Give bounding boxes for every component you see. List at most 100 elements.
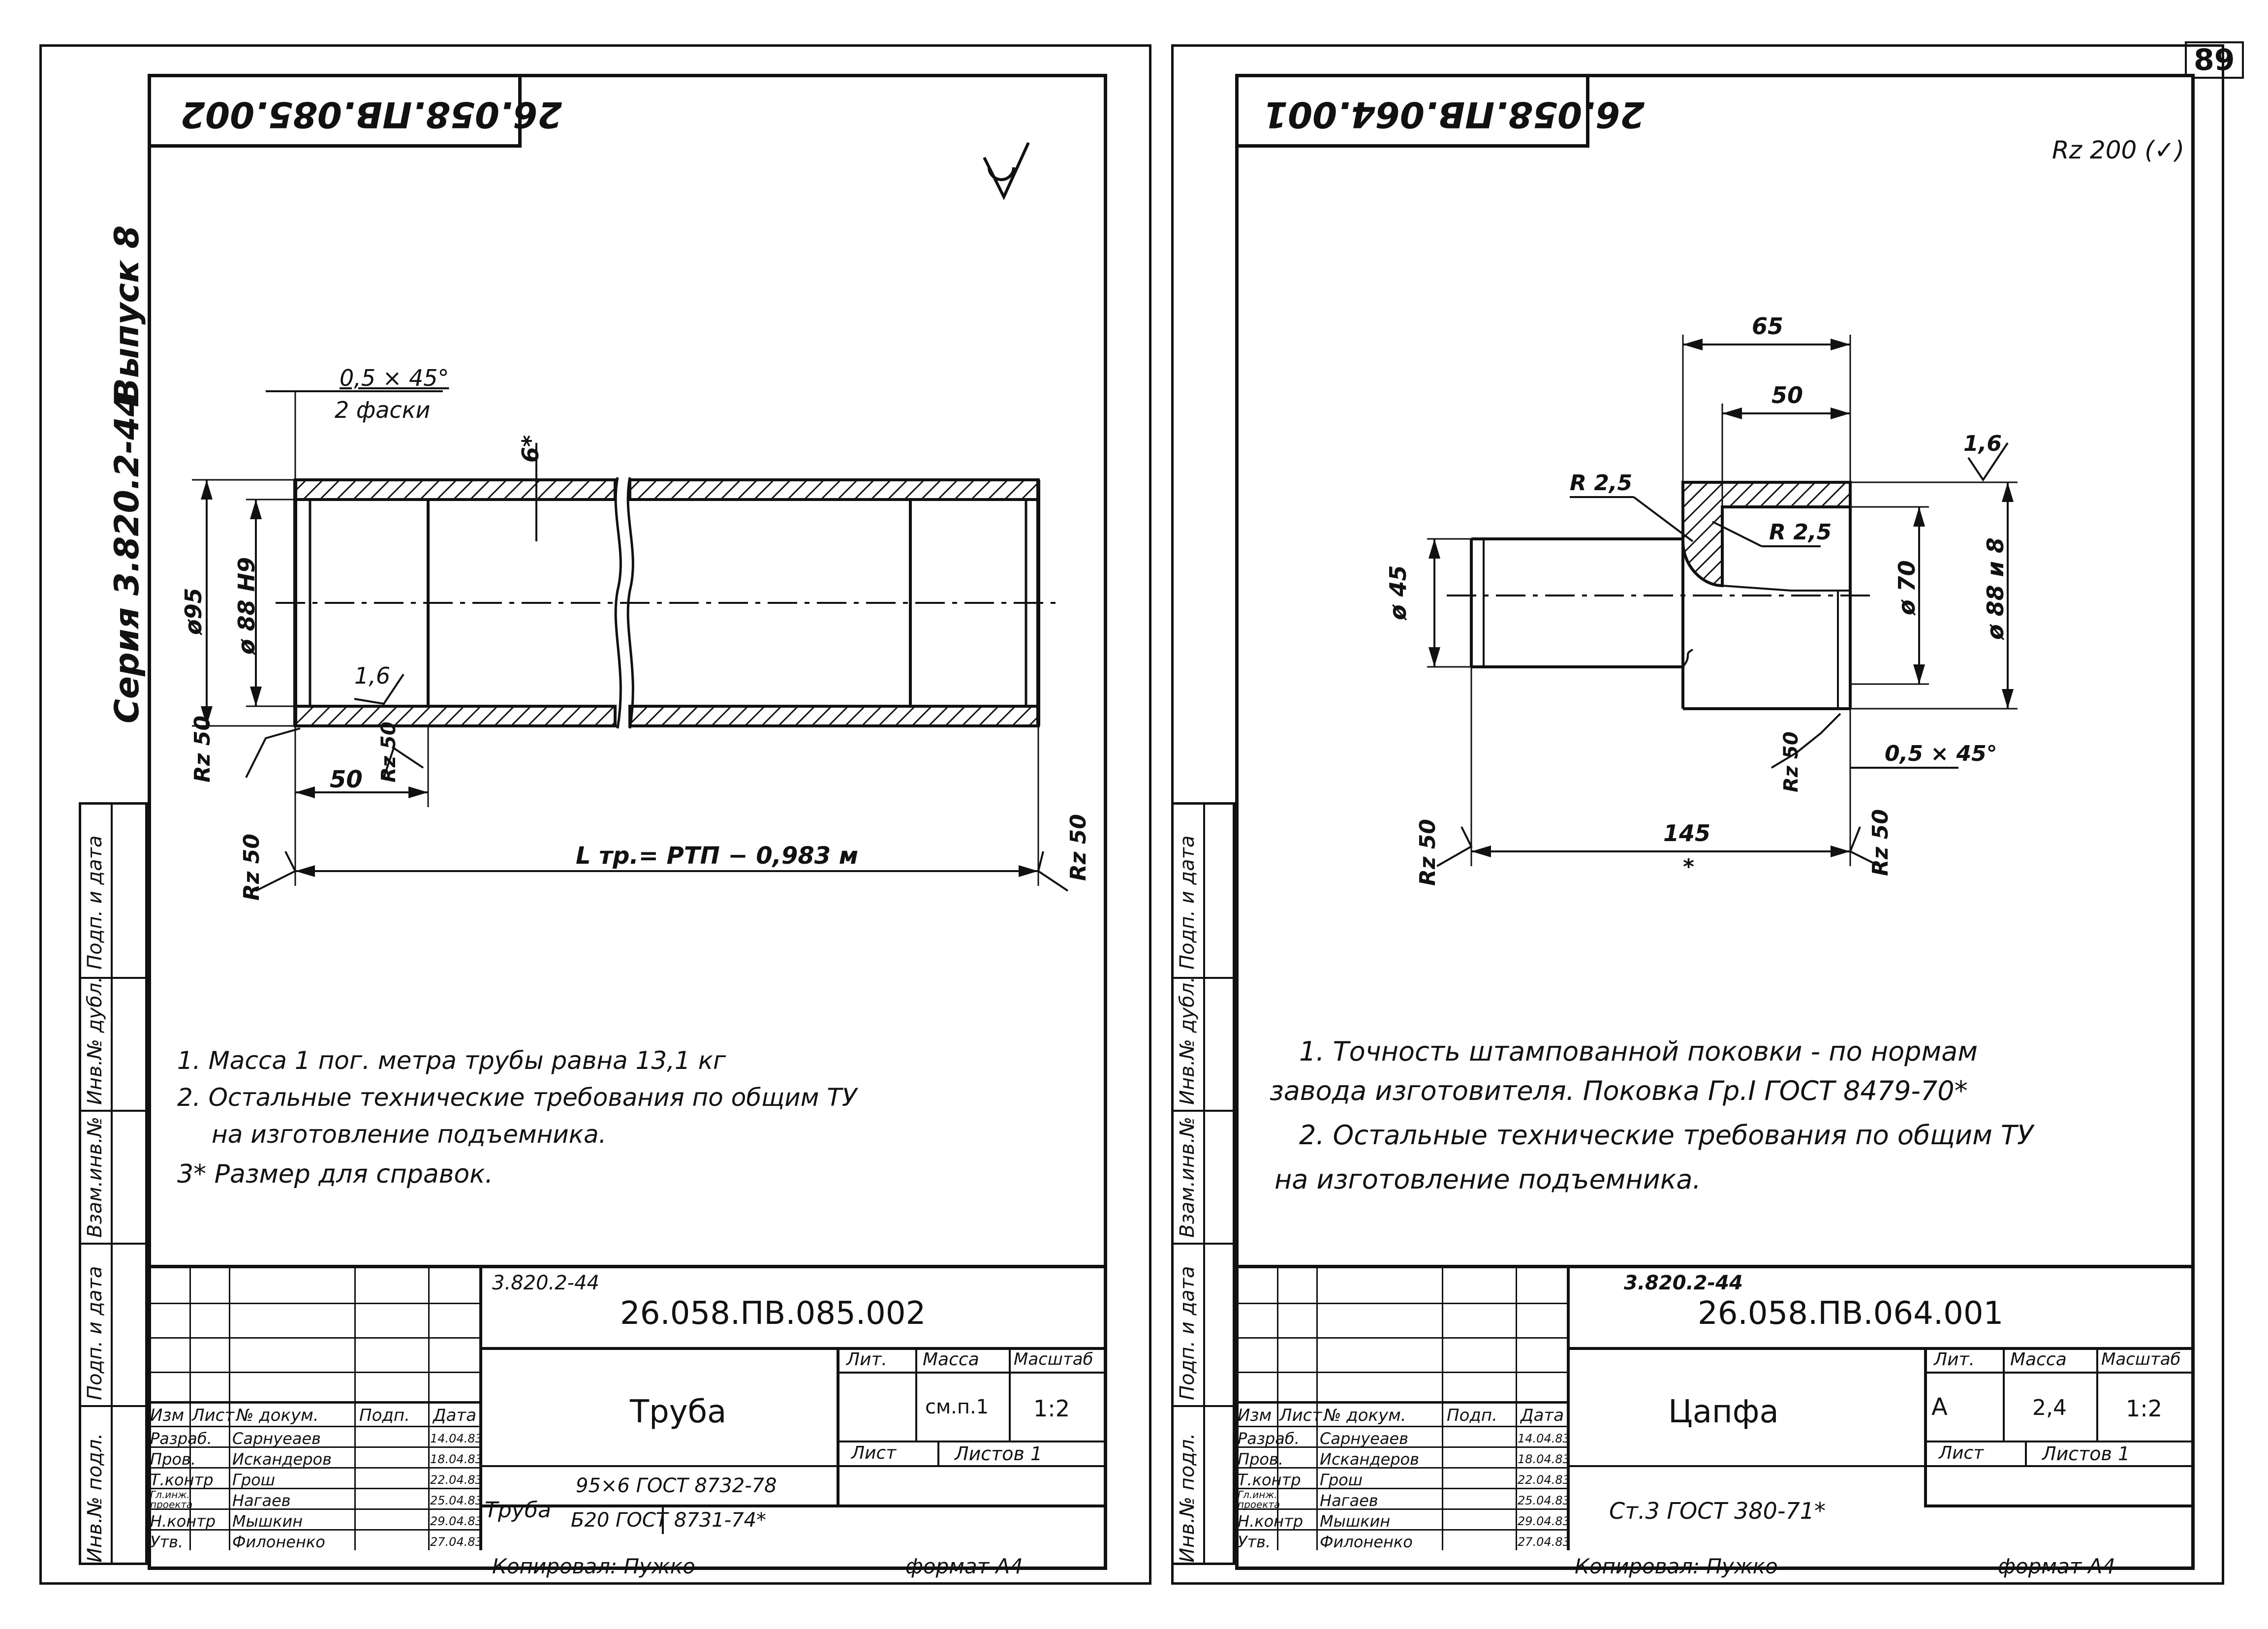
right-note-2: завода изготовителя. Поковка Гр.I ГОСТ 8… xyxy=(1270,1075,1968,1106)
right-top-code-box: 26.058.ПВ.064.001 xyxy=(1235,74,1645,148)
left-note-2: 2. Остальные технические требования по о… xyxy=(177,1083,857,1112)
right-hdr-izm: Изм xyxy=(1238,1406,1272,1425)
right-stamp-code: 26.058.ПВ.064.001 xyxy=(1698,1295,2004,1332)
right-hdr-date: Дата xyxy=(1521,1406,1564,1425)
left-drawing-frame xyxy=(148,74,1107,1570)
right-copied: Копировал: Пужко xyxy=(1575,1554,1778,1578)
right-drawing-frame xyxy=(1235,74,2195,1570)
left-hdr-list: Лист xyxy=(192,1406,235,1425)
right-stamp-lit-val: А xyxy=(1931,1393,1948,1421)
left-row-role: Утв. xyxy=(150,1533,184,1551)
left-length-dim: L тр.= РТП − 0,983 м xyxy=(576,842,859,870)
left-note-1: 1. Масса 1 пог. метра трубы равна 13,1 к… xyxy=(177,1046,726,1075)
left-chamfer-note: 2 фаски xyxy=(335,397,431,423)
right-dim-145: 145 xyxy=(1663,820,1711,846)
right-chamfer: 0,5 × 45° xyxy=(1885,741,1997,766)
left-row-name: Мышкин xyxy=(232,1512,303,1531)
right-hdr-doc: № докум. xyxy=(1324,1406,1406,1425)
right-row-role: Утв. xyxy=(1238,1533,1271,1551)
right-row-role: Пров. xyxy=(1238,1450,1283,1469)
right-row-date: 29.04.83 xyxy=(1518,1514,1570,1528)
right-row-date: 14.04.83 xyxy=(1518,1432,1570,1445)
right-format: формат А4 xyxy=(1998,1554,2115,1578)
right-stamp-sheet: Лист xyxy=(1939,1443,1984,1463)
right-stamp-sheets: Листов 1 xyxy=(2042,1443,2130,1465)
right-note-4: на изготовление подъемника. xyxy=(1274,1164,1701,1195)
right-row-role: Н.контр xyxy=(1238,1512,1304,1531)
right-row-name: Мышкин xyxy=(1320,1512,1391,1531)
right-row-role: Гл.инж. проекта xyxy=(1238,1489,1280,1510)
right-dim-star: * xyxy=(1683,854,1695,879)
right-row-name: Филоненко xyxy=(1320,1533,1413,1551)
left-row-role: Н.контр xyxy=(150,1512,216,1531)
right-row-date: 25.04.83 xyxy=(1518,1494,1570,1507)
left-row-role: Пров. xyxy=(150,1450,196,1469)
right-row-name: Грош xyxy=(1320,1471,1363,1489)
right-stamp-scale: 1:2 xyxy=(2126,1395,2163,1422)
left-stamp-scale: 1:2 xyxy=(1033,1395,1070,1422)
left-row-name: Искандеров xyxy=(232,1450,332,1469)
right-row-name: Нагаев xyxy=(1320,1491,1378,1510)
left-row-date: 14.04.83 xyxy=(430,1432,483,1445)
left-row-name: Филоненко xyxy=(232,1533,325,1551)
right-stamp-mass: 2,4 xyxy=(2032,1395,2067,1420)
right-dim-65: 65 xyxy=(1752,313,1784,340)
left-title-block: Изм Лист № докум. Подп. Дата Разраб. Сар… xyxy=(148,1265,1107,1550)
right-radius-2: R 2,5 xyxy=(1769,520,1832,545)
right-rz50-b: Rz 50 xyxy=(1415,818,1440,886)
left-stamp-name: Труба xyxy=(630,1394,727,1430)
left-chamfer-label: 0,5 × 45° xyxy=(340,365,449,391)
right-note-3: 2. Остальные технические требования по о… xyxy=(1299,1120,2033,1151)
right-row-date: 18.04.83 xyxy=(1518,1452,1570,1466)
left-row-role: Разраб. xyxy=(150,1429,212,1448)
right-rz50-a: Rz 50 xyxy=(1780,731,1802,792)
right-d88: ø 88 и 8 xyxy=(1982,537,2009,640)
left-stamp-material-2: Б20 ГОСТ 8731-74* xyxy=(571,1509,767,1532)
left-stamp-material-label: Труба xyxy=(485,1498,551,1523)
left-note-3: на изготовление подъемника. xyxy=(212,1120,607,1149)
left-sheet-border xyxy=(39,44,1151,1585)
left-rough-inner: 1,6 xyxy=(354,662,391,689)
right-stamp-lit: Лит. xyxy=(1934,1349,1975,1370)
left-row-date: 27.04.83 xyxy=(430,1535,483,1549)
left-stamp-mass-h: Масса xyxy=(923,1349,979,1370)
left-stamp-mass: см.п.1 xyxy=(925,1396,989,1418)
right-note-1: 1. Точность штампованной поковки - по но… xyxy=(1299,1036,1978,1067)
left-row-date: 25.04.83 xyxy=(430,1494,483,1507)
right-row-name: Сарнуеаев xyxy=(1320,1429,1408,1448)
left-stamp-code: 26.058.ПВ.085.002 xyxy=(620,1295,926,1332)
right-dim-50: 50 xyxy=(1771,382,1803,408)
right-rz50-c: Rz 50 xyxy=(1868,809,1893,876)
left-stamp-scale-h: Масштаб xyxy=(1014,1349,1093,1369)
right-hdr-sign: Подп. xyxy=(1447,1406,1497,1425)
right-stamp-mass-h: Масса xyxy=(2010,1349,2067,1370)
right-roughness-sign: Rz 200 (✓) xyxy=(2052,136,2185,164)
left-stamp-sheet: Лист xyxy=(851,1443,897,1463)
right-stamp-scale-h: Масштаб xyxy=(2101,1349,2181,1369)
left-note-4: 3* Размер для справок. xyxy=(177,1159,494,1189)
left-stamp-series: 3.820.2-44 xyxy=(492,1272,600,1294)
page-number: 89 xyxy=(2185,41,2244,79)
right-rough-16: 1,6 xyxy=(1963,431,2002,456)
right-row-date: 27.04.83 xyxy=(1518,1535,1570,1549)
right-radius-1: R 2,5 xyxy=(1570,470,1633,496)
left-roughness-symbol xyxy=(983,142,1030,200)
left-copied: Копировал: Пужко xyxy=(492,1554,695,1578)
left-side-cells: Подп. и дата Инв.№ дубл. Взам.инв.№ Подп… xyxy=(79,802,148,1565)
left-row-role: Т.контр xyxy=(150,1471,214,1489)
left-row-date: 22.04.83 xyxy=(430,1473,483,1487)
left-format: формат А4 xyxy=(905,1554,1023,1578)
right-row-role: Разраб. xyxy=(1238,1429,1300,1448)
right-d45: ø 45 xyxy=(1385,565,1411,620)
right-row-date: 22.04.83 xyxy=(1518,1473,1570,1487)
left-row-name: Нагаев xyxy=(232,1491,291,1510)
left-hdr-izm: Изм xyxy=(150,1406,185,1425)
left-hdr-date: Дата xyxy=(433,1406,477,1425)
right-stamp-material: Ст.3 ГОСТ 380-71* xyxy=(1609,1498,1826,1524)
left-top-code-box: 26.058.ПВ.085.002 xyxy=(148,74,562,148)
left-stamp-sheets: Листов 1 xyxy=(955,1443,1043,1465)
left-stamp-material-1: 95×6 ГОСТ 8732-78 xyxy=(576,1474,777,1497)
left-hdr-sign: Подп. xyxy=(359,1406,410,1425)
left-row-name: Грош xyxy=(232,1471,275,1489)
